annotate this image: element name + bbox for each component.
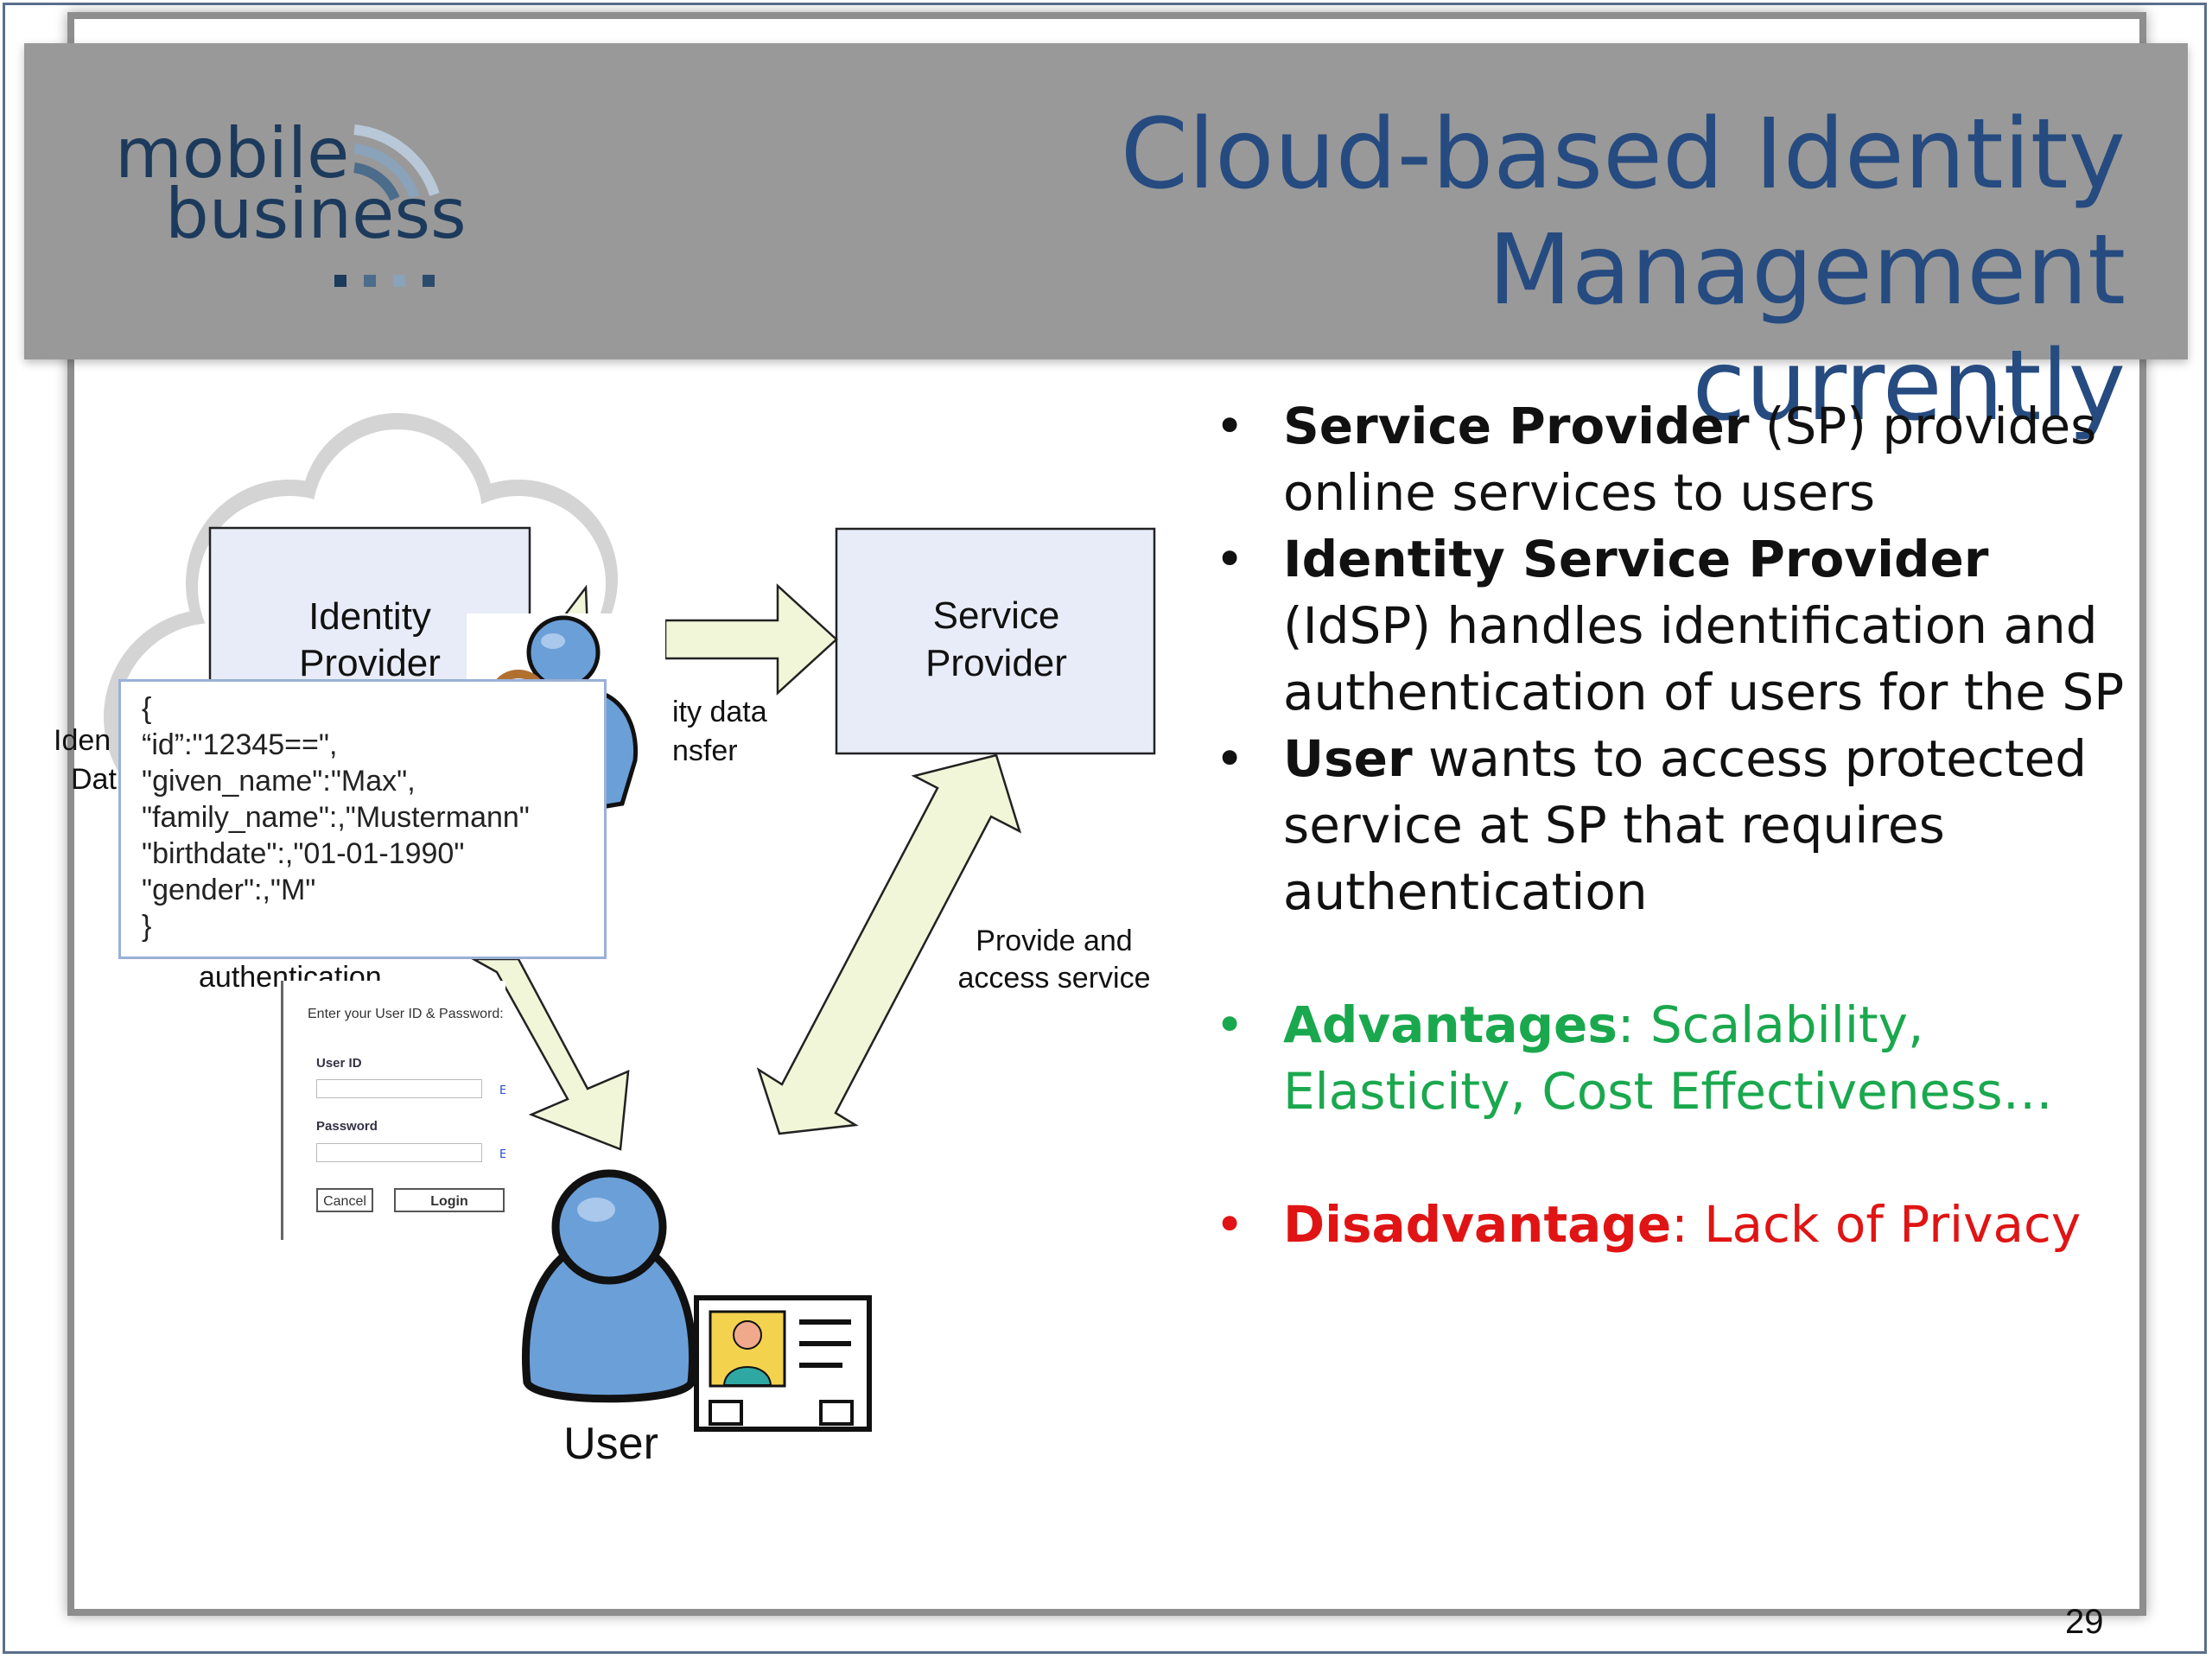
bullet-identity-service-provider: Identity Service Provider (IdSP) handles…	[1210, 526, 2126, 726]
logo-line1: mobile	[115, 113, 349, 194]
service-provider-label-2: Provider	[925, 642, 1067, 684]
user-label: User	[563, 1419, 658, 1469]
json-line: "given_name":"Max",	[142, 765, 416, 798]
bullet-advantages: Advantages: Scalability, Elasticity, Cos…	[1210, 992, 2126, 1125]
bullet-spacer	[1210, 925, 2126, 992]
logo-dots	[334, 275, 435, 287]
identity-data-transfer-label-1: ity data	[672, 696, 767, 728]
bullet-disadvantage: Disadvantage: Lack of Privacy	[1210, 1192, 2126, 1258]
user-id-link[interactable]: E	[499, 1083, 505, 1097]
json-line: "gender":,"M"	[142, 874, 316, 906]
login-dialog-title: Enter your User ID & Password:	[308, 1007, 504, 1021]
login-dialog: Enter your User ID & Password: User ID E…	[281, 981, 505, 1240]
json-line: {	[142, 692, 152, 725]
bullet-user: User wants to access protected service a…	[1210, 726, 2126, 925]
bullet-list: Service Provider (SP) provides online se…	[1210, 393, 2126, 1258]
identity-data-transfer-label-2: nsfer	[672, 734, 738, 767]
identity-json-box: {“id”:"12345==", "given_name":"Max","fami…	[118, 679, 607, 959]
id-card-icon	[694, 1295, 872, 1432]
mobile-business-logo: mobile business	[115, 113, 467, 287]
identity-data-partial-2: Dat	[71, 763, 117, 796]
slide-title-line1: Cloud-based Identity Management	[1120, 99, 2126, 327]
provide-access-label-2: access service	[958, 962, 1151, 995]
identity-data-partial-1: Iden	[54, 724, 111, 757]
user-person-icon	[522, 1169, 696, 1403]
identity-provider-label-2: Provider	[299, 642, 441, 684]
json-line: }	[142, 910, 152, 943]
user-id-label: User ID	[316, 1056, 362, 1071]
cancel-button[interactable]: Cancel	[316, 1188, 373, 1212]
json-line: "family_name":,"Mustermann"	[142, 801, 530, 834]
page-number: 29	[2065, 1603, 2104, 1641]
json-line: "birthdate":,"01-01-1990"	[142, 837, 465, 870]
user-id-input[interactable]	[316, 1079, 482, 1098]
slide-frame	[3, 3, 2207, 1654]
password-input[interactable]	[316, 1143, 482, 1162]
signal-arcs-icon	[353, 124, 440, 201]
slide-header	[24, 43, 2188, 359]
password-label: Password	[316, 1119, 378, 1134]
login-button[interactable]: Login	[394, 1188, 505, 1212]
service-provider-label-1: Service	[933, 594, 1060, 637]
json-line: “id”:"12345==",	[142, 728, 338, 761]
arrow-service-user-bidirectional	[756, 753, 1022, 1135]
arrow-identity-to-user	[469, 957, 630, 1151]
service-provider-box	[835, 527, 1156, 755]
provide-access-label-1: Provide and	[976, 925, 1132, 957]
identity-provider-label-1: Identity	[308, 595, 431, 638]
bullet-spacer	[1210, 1125, 2126, 1192]
slide-border	[67, 12, 2146, 1616]
password-link[interactable]: E	[499, 1147, 505, 1161]
bullet-service-provider: Service Provider (SP) provides online se…	[1210, 393, 2126, 526]
arrow-identity-to-service	[664, 583, 838, 696]
